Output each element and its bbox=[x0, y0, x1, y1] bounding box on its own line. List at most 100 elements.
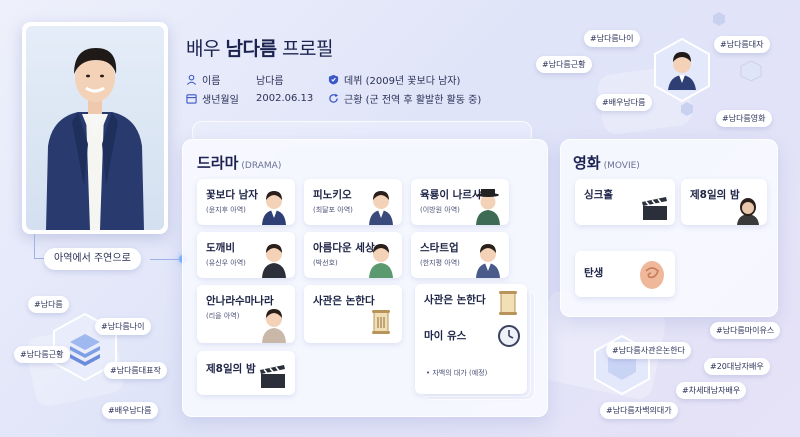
scroll-icon bbox=[499, 291, 517, 315]
title-prefix: 배우 bbox=[186, 38, 220, 60]
card-title: 안나라수마나라 bbox=[206, 295, 274, 307]
hexagon-icon bbox=[713, 12, 725, 26]
tag-right-0[interactable]: #남다름마이유스 bbox=[710, 322, 781, 339]
tag-top-1[interactable]: #남다름대자 bbox=[714, 36, 770, 53]
drama-title-text: 드라마 bbox=[197, 154, 239, 172]
card-title: 피노키오 bbox=[313, 189, 352, 201]
info-status: 근황 (군 전역 후 활발한 활동 중) bbox=[328, 91, 481, 106]
card-subtitle: (유신우 아역) bbox=[206, 259, 246, 267]
card-title: 육룡이 나르샤 bbox=[420, 189, 482, 201]
birth-label: 생년월일 bbox=[202, 95, 239, 106]
card-title: 아름다운 세상 bbox=[313, 242, 375, 254]
character-figure bbox=[262, 244, 286, 278]
tag-top-4[interactable]: #남다름영화 bbox=[716, 110, 772, 127]
clapperboard-icon bbox=[260, 365, 285, 388]
drama-panel: 드라마(DRAMA) 꽃보다 남자 (윤지후 아역) 피노키오 (최달포 아역)… bbox=[182, 139, 548, 417]
drama-card-6[interactable]: 안나라수마나라 (리을 아역) bbox=[197, 285, 295, 343]
title-name: 남다름 bbox=[225, 38, 277, 60]
baby-figure bbox=[640, 261, 664, 289]
drama-card-7[interactable]: 사관은 논한다 bbox=[304, 285, 402, 343]
tag-right-1[interactable]: #남다름사관은논한다 bbox=[606, 342, 691, 359]
movie-title-text: 영화 bbox=[573, 154, 601, 172]
drama-card-2[interactable]: 육룡이 나르샤 (이방원 아역) bbox=[411, 179, 509, 225]
movie-card-2[interactable]: 탄생 bbox=[575, 251, 675, 297]
card-title: 제8일의 밤 bbox=[206, 363, 256, 375]
status-text: 근황 (군 전역 후 활발한 활동 중) bbox=[344, 95, 482, 106]
card-subtitle: (윤지후 아역) bbox=[206, 206, 246, 214]
drama-card-0[interactable]: 꽃보다 남자 (윤지후 아역) bbox=[197, 179, 295, 225]
card-title: 도깨비 bbox=[206, 242, 235, 254]
card-subtitle: (리을 아역) bbox=[206, 312, 240, 320]
character-figure bbox=[476, 244, 500, 278]
card-title: 탄생 bbox=[584, 267, 604, 279]
drama-title: 드라마(DRAMA) bbox=[197, 152, 281, 173]
tag-top-3[interactable]: #배우남다름 bbox=[596, 94, 652, 111]
info-debut: 데뷔 (2009년 꽃보다 남자) bbox=[328, 72, 460, 87]
card-title: 꽃보다 남자 bbox=[206, 189, 258, 201]
drama-subtitle: (DRAMA) bbox=[241, 161, 282, 171]
stack-item-1: 사관은 논한다 bbox=[424, 294, 486, 306]
character-figure bbox=[737, 198, 759, 225]
tag-left-2[interactable]: #남다름근황 bbox=[14, 346, 70, 363]
calendar-icon bbox=[186, 94, 197, 104]
stack-note: • 자백의 대가 (예정) bbox=[426, 369, 488, 377]
info-birth: 생년월일 2002.06.13 bbox=[186, 91, 313, 106]
card-subtitle: (이방원 아역) bbox=[420, 206, 460, 214]
movie-card-1[interactable]: 제8일의 밤 bbox=[681, 179, 767, 225]
stack-item-2: 마이 유스 bbox=[424, 330, 467, 342]
scroll-icon bbox=[372, 310, 390, 334]
drama-card-8[interactable]: 제8일의 밤 bbox=[197, 351, 295, 395]
drama-card-5[interactable]: 스타트업 (한지평 아역) bbox=[411, 232, 509, 278]
name-value: 남다름 bbox=[256, 76, 284, 87]
drama-card-1[interactable]: 피노키오 (최달포 아역) bbox=[304, 179, 402, 225]
character-figure bbox=[369, 191, 393, 225]
tag-top-0[interactable]: #남다름나이 bbox=[584, 30, 640, 47]
card-title: 싱크홀 bbox=[584, 189, 613, 201]
connector-line bbox=[150, 259, 182, 260]
badge-icon bbox=[328, 74, 339, 85]
movie-card-0[interactable]: 싱크홀 bbox=[575, 179, 675, 225]
tag-right-4[interactable]: #남다름자백의대가 bbox=[600, 402, 678, 419]
tag-left-4[interactable]: #배우남다름 bbox=[102, 402, 158, 419]
actor-portrait bbox=[46, 48, 144, 230]
profile-photo bbox=[22, 22, 168, 234]
card-subtitle: (박선호) bbox=[313, 259, 338, 267]
cube-icon bbox=[740, 60, 762, 82]
birth-value: 2002.06.13 bbox=[256, 93, 314, 104]
movie-subtitle: (MOVIE) bbox=[603, 161, 640, 171]
title-suffix: 프로필 bbox=[282, 38, 333, 60]
hexagon-icon bbox=[681, 102, 693, 116]
drama-card-3[interactable]: 도깨비 (유신우 아역) bbox=[197, 232, 295, 278]
card-title: 스타트업 bbox=[420, 242, 459, 254]
clapperboard-icon bbox=[642, 197, 667, 220]
tag-right-3[interactable]: #차세대남자배우 bbox=[676, 382, 747, 399]
tag-left-0[interactable]: #남다름 bbox=[28, 296, 69, 313]
tag-right-2[interactable]: #20대남자배우 bbox=[704, 358, 770, 375]
drama-card-4[interactable]: 아름다운 세상 (박선호) bbox=[304, 232, 402, 278]
drama-stack-card[interactable]: 사관은 논한다 마이 유스 • 자백의 대가 (예정) bbox=[415, 284, 527, 394]
refresh-icon bbox=[329, 93, 339, 103]
tag-left-3[interactable]: #남다름대표작 bbox=[104, 362, 167, 379]
person-icon bbox=[186, 74, 197, 85]
caption-badge: 아역에서 주연으로 bbox=[44, 248, 141, 270]
card-subtitle: (최달포 아역) bbox=[313, 206, 353, 214]
tag-top-2[interactable]: #남다름근황 bbox=[536, 56, 592, 73]
stack-note-text: 자백의 대가 (예정) bbox=[432, 369, 488, 377]
character-figure bbox=[262, 191, 286, 225]
movie-title: 영화(MOVIE) bbox=[573, 152, 640, 173]
card-title: 사관은 논한다 bbox=[313, 295, 375, 307]
movie-panel: 영화(MOVIE) 싱크홀 제8일의 밤 탄생 bbox=[560, 139, 778, 317]
card-subtitle: (한지평 아역) bbox=[420, 259, 460, 267]
card-title: 제8일의 밤 bbox=[690, 189, 740, 201]
name-label: 이름 bbox=[202, 76, 221, 87]
info-name: 이름 남다름 bbox=[186, 72, 284, 87]
character-figure bbox=[476, 189, 500, 225]
character-figure bbox=[262, 309, 286, 343]
avatar-hexagon bbox=[654, 38, 710, 102]
character-figure bbox=[369, 244, 393, 278]
tag-left-1[interactable]: #남다름나이 bbox=[95, 318, 151, 335]
page-title: 배우 남다름 프로필 bbox=[186, 34, 333, 61]
clock-icon bbox=[498, 325, 520, 347]
connector-line bbox=[34, 234, 44, 259]
debut-text: 데뷔 (2009년 꽃보다 남자) bbox=[344, 76, 461, 87]
